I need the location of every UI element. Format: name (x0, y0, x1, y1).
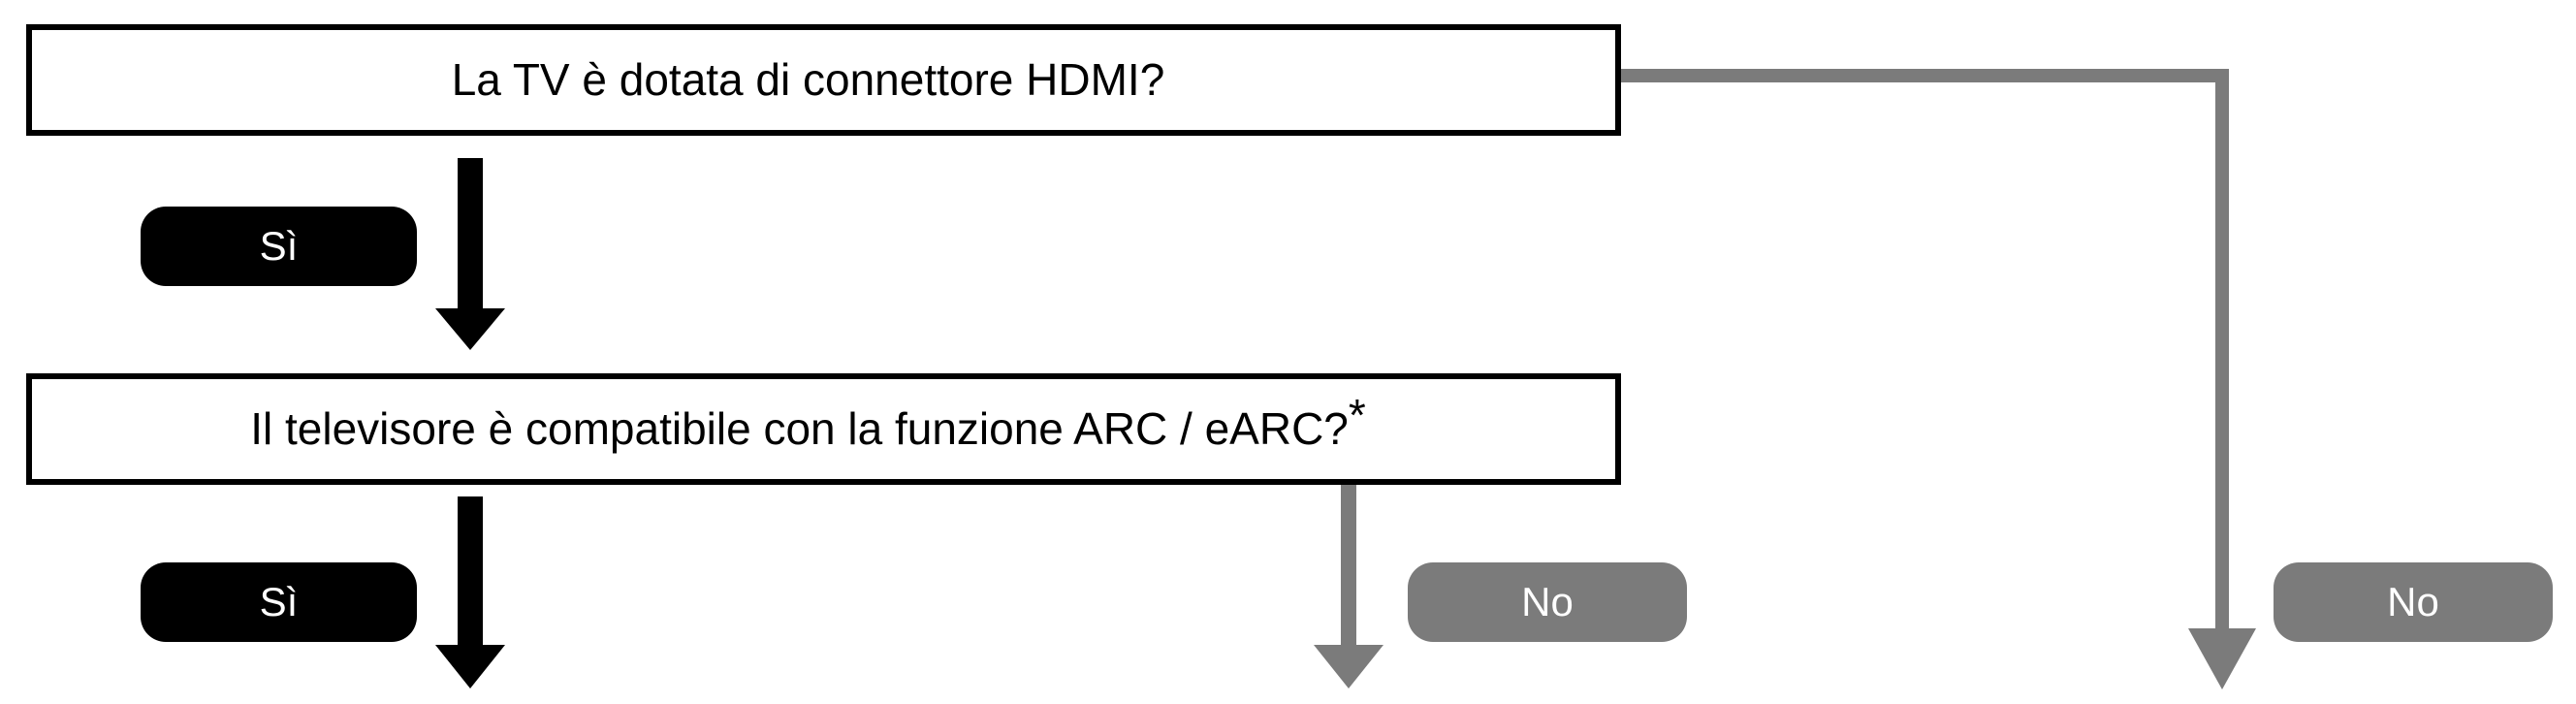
connector-q2-yes-arrow (435, 496, 505, 688)
decision-box-arc-earc-compatible-label: Il televisore è compatibile con la funzi… (250, 393, 1366, 455)
badge-no-arc-earc-compatible-label: No (1521, 579, 1574, 624)
decision-box-hdmi-connector[interactable]: La TV è dotata di connettore HDMI? (26, 24, 1621, 136)
badge-no-hdmi-connector[interactable]: No (2274, 562, 2553, 642)
connector-q1-no-arrow (1621, 69, 2256, 689)
badge-no-arc-earc-compatible[interactable]: No (1408, 562, 1687, 642)
badge-yes-hdmi-connector[interactable]: Sì (141, 207, 417, 286)
badge-yes-arc-earc-compatible-label: Sì (259, 579, 299, 624)
decision-box-hdmi-connector-label: La TV è dotata di connettore HDMI? (451, 54, 1165, 106)
badge-yes-arc-earc-compatible[interactable]: Sì (141, 562, 417, 642)
decision-box-arc-earc-compatible[interactable]: Il televisore è compatibile con la funzi… (26, 373, 1621, 485)
badge-no-hdmi-connector-label: No (2387, 579, 2439, 624)
connector-q1-yes-arrow (435, 158, 505, 350)
decision-box-arc-earc-text: Il televisore è compatibile con la funzi… (250, 403, 1349, 455)
connector-q2-no-arrow (1314, 485, 1383, 688)
footnote-asterisk: * (1348, 390, 1366, 441)
badge-yes-hdmi-connector-label: Sì (259, 223, 299, 269)
